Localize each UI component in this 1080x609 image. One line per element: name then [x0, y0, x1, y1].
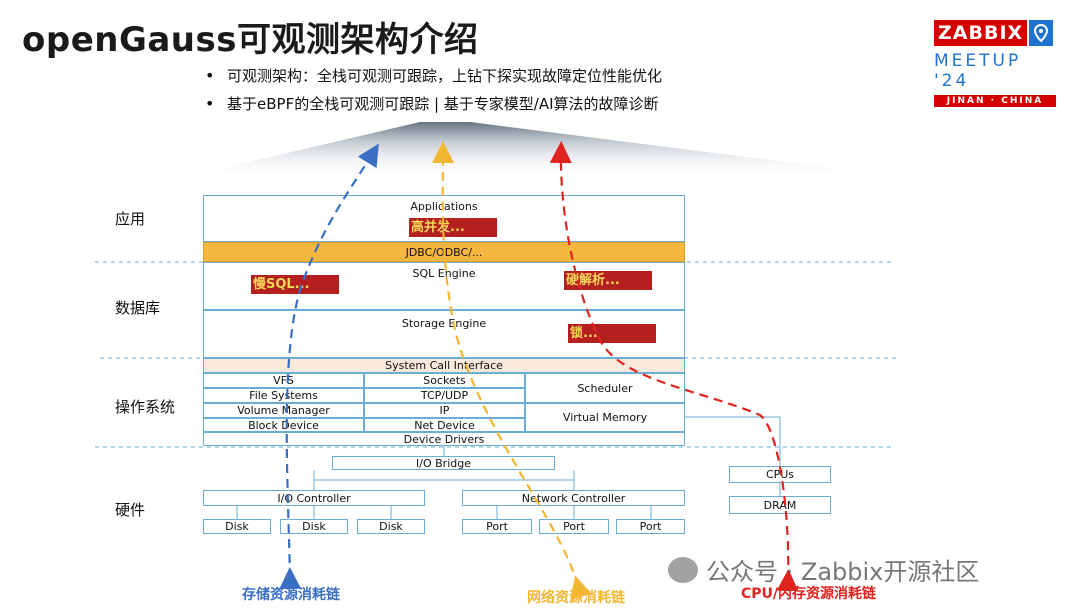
box-label: Scheduler	[577, 381, 633, 395]
layer-label-os: 操作系统	[115, 398, 176, 416]
box-label: CPUs	[765, 468, 795, 481]
virtual-memory-box: Virtual Memory	[525, 403, 685, 432]
box-label: Net Device	[414, 418, 475, 432]
box-label: Network Controller	[521, 491, 626, 505]
network-chain-label: 网络资源消耗链	[527, 590, 625, 606]
box-label: Storage Engine	[401, 316, 487, 330]
box-label: Port	[563, 520, 585, 533]
box-label: DRAM	[763, 498, 797, 512]
io-controller-box: I/O Controller	[203, 490, 425, 506]
port-box: Port	[462, 519, 532, 534]
cpus-box: CPUs	[729, 466, 831, 483]
box-label: Disk	[302, 520, 326, 533]
box-label: Block Device	[248, 418, 319, 432]
port-box: Port	[616, 519, 685, 534]
port-box: Port	[539, 519, 609, 534]
tag-high-concurrency: 高并发...	[409, 218, 497, 237]
layer-label-db: 数据库	[115, 299, 161, 317]
box-label: Applications	[410, 200, 478, 213]
net-device-box: Net Device	[364, 418, 525, 432]
device-drivers-box: Device Drivers	[203, 432, 685, 446]
disk-box: Disk	[203, 519, 271, 534]
box-label: File Systems	[249, 389, 318, 402]
box-label: VFS	[273, 374, 294, 387]
page-title: openGauss可观测架构介绍	[22, 20, 479, 60]
box-label: Device Drivers	[403, 432, 485, 446]
location-pin-icon	[1029, 20, 1054, 46]
scheduler-box: Scheduler	[525, 373, 685, 403]
logo-brand: ZABBIX	[934, 20, 1028, 46]
wechat-icon	[668, 556, 698, 583]
bullet-list: 可观测架构：全栈可观测可跟踪，上钻下探实现故障定位性能优化 基于eBPF的全栈可…	[205, 64, 662, 120]
connector	[685, 416, 781, 466]
system-call-interface-box: System Call Interface	[203, 358, 685, 373]
tag-hard-parse: 硬解析...	[564, 271, 652, 290]
logo-city: JINAN · CHINA	[934, 95, 1056, 107]
jdbc-odbc-box: JDBC/ODBC/...	[203, 242, 685, 262]
box-label: Disk	[225, 520, 249, 533]
block-device-box: Block Device	[203, 418, 364, 432]
bullet-item: 基于eBPF的全栈可观测可跟踪 | 基于专家模型/AI算法的故障诊断	[205, 92, 662, 120]
vfs-box: VFS	[203, 373, 364, 388]
box-label: IP	[439, 404, 450, 417]
cpu-memory-chain-label: CPU/内存资源消耗链	[741, 586, 877, 602]
layer-label-hw: 硬件	[115, 501, 146, 519]
box-label: I/O Controller	[277, 491, 351, 505]
tcp-udp-box: TCP/UDP	[364, 388, 525, 403]
box-label: I/O Bridge	[416, 456, 471, 470]
ip-box: IP	[364, 403, 525, 418]
box-label: TCP/UDP	[420, 389, 469, 402]
layer-label-app: 应用	[115, 210, 146, 228]
logo-event: MEETUP '24	[934, 51, 1022, 91]
box-label: Volume Manager	[237, 404, 330, 417]
bullet-item: 可观测架构：全栈可观测可跟踪，上钻下探实现故障定位性能优化	[205, 64, 662, 92]
box-label: Virtual Memory	[562, 411, 648, 424]
network-controller-box: Network Controller	[462, 490, 685, 506]
file-systems-box: File Systems	[203, 388, 364, 403]
zabbix-meetup-logo: ZABBIX MEETUP '24 JINAN · CHINA	[934, 20, 1056, 107]
spotlight-fan	[180, 122, 910, 178]
box-label: System Call Interface	[385, 359, 503, 372]
io-bridge-box: I/O Bridge	[332, 456, 555, 470]
tag-lock: 锁...	[568, 324, 656, 343]
box-label: Port	[639, 520, 662, 533]
disk-box: Disk	[280, 519, 348, 534]
watermark: 公众号 · Zabbix开源社区	[668, 552, 979, 587]
volume-manager-box: Volume Manager	[203, 403, 364, 418]
dram-box: DRAM	[729, 496, 831, 514]
disk-box: Disk	[357, 519, 425, 534]
box-label: Port	[486, 520, 508, 533]
box-label: Disk	[379, 520, 403, 533]
box-label: SQL Engine	[412, 267, 476, 280]
storage-chain-label: 存储资源消耗链	[242, 587, 340, 603]
sockets-box: Sockets	[364, 373, 525, 388]
watermark-text: 公众号 · Zabbix开源社区	[706, 558, 980, 586]
box-label: JDBC/ODBC/...	[405, 245, 483, 259]
box-label: Sockets	[423, 374, 466, 387]
tag-slow-sql: 慢SQL...	[251, 275, 339, 294]
